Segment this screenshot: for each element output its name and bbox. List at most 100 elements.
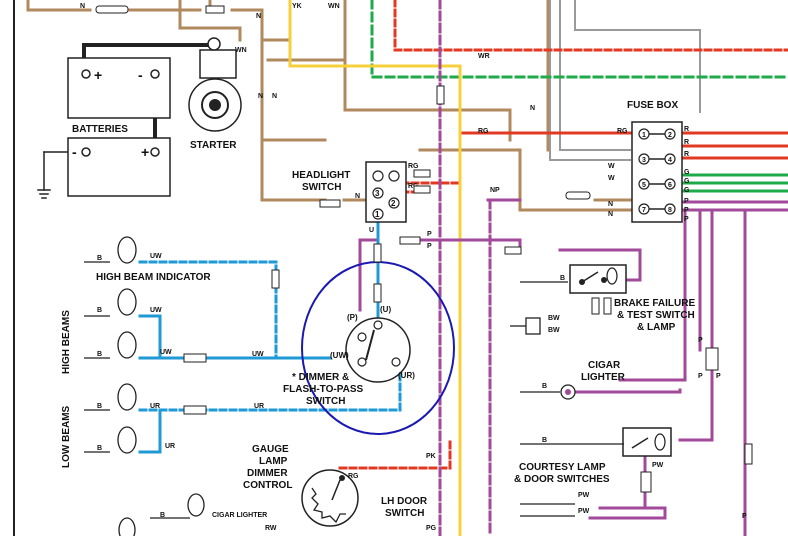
low-beams-label: LOW BEAMS: [61, 405, 72, 468]
green-wires: [370, 0, 788, 193]
svg-text:& LAMP: & LAMP: [637, 322, 676, 333]
battery-2: [67, 137, 171, 197]
batteries-label: BATTERIES: [72, 124, 128, 135]
headlight-switch-label-1: HEADLIGHT: [292, 170, 350, 181]
starter-label: STARTER: [190, 140, 237, 151]
svg-text:3: 3: [642, 157, 646, 164]
svg-text:RG: RG: [617, 128, 628, 135]
svg-text:BW: BW: [548, 327, 560, 334]
svg-text:B: B: [560, 275, 565, 282]
svg-text:BRAKE FAILURE: BRAKE FAILURE: [614, 298, 695, 309]
svg-text:CIGAR: CIGAR: [588, 360, 621, 371]
svg-text:N: N: [355, 193, 360, 200]
svg-text:(U): (U): [380, 305, 391, 314]
blue-wires: [138, 213, 402, 454]
svg-text:N: N: [80, 3, 85, 10]
svg-text:G: G: [684, 187, 690, 194]
svg-text:N: N: [256, 13, 261, 20]
svg-text:R: R: [684, 151, 689, 158]
svg-text:B: B: [160, 512, 165, 519]
svg-text:WN: WN: [235, 47, 247, 54]
brown-wires: [26, 0, 634, 212]
lamp-grounds: [84, 261, 624, 519]
hs-terminal-1: 1: [375, 210, 380, 219]
battery-plus-2: +: [141, 144, 149, 160]
svg-text:WN: WN: [328, 3, 340, 10]
svg-text:B: B: [97, 255, 102, 262]
svg-text:BW: BW: [548, 315, 560, 322]
high-beam-indicator-label: HIGH BEAM INDICATOR: [96, 272, 211, 283]
svg-text:(UW): (UW): [330, 351, 349, 360]
fuse-numbers: 1 2 3 4 5 6 7 8: [642, 132, 672, 214]
svg-text:RW: RW: [265, 525, 277, 532]
svg-text:LIGHTER: LIGHTER: [581, 372, 626, 383]
svg-text:WR: WR: [478, 53, 490, 60]
svg-text:B: B: [97, 351, 102, 358]
courtesy-label: COURTESY LAMP & DOOR SWITCHES: [514, 462, 610, 485]
svg-text:6: 6: [668, 182, 672, 189]
svg-text:LAMP: LAMP: [259, 456, 288, 467]
dimmer-switch: [345, 317, 411, 383]
svg-text:N: N: [272, 93, 277, 100]
svg-text:YK: YK: [292, 3, 302, 10]
svg-text:& DOOR SWITCHES: & DOOR SWITCHES: [514, 474, 610, 485]
svg-text:PG: PG: [426, 525, 437, 532]
svg-text:N: N: [530, 105, 535, 112]
brake-label: BRAKE FAILURE & TEST SWITCH & LAMP: [614, 298, 695, 333]
svg-text:UW: UW: [150, 253, 162, 260]
ground-wires: [37, 151, 76, 199]
svg-text:UW: UW: [252, 351, 264, 358]
svg-text:PW: PW: [578, 492, 590, 499]
svg-text:R: R: [684, 139, 689, 146]
svg-text:COURTESY LAMP: COURTESY LAMP: [519, 462, 606, 473]
yellow-wires: [288, 0, 462, 536]
high-beams-label: HIGH BEAMS: [61, 310, 72, 374]
svg-text:P: P: [427, 243, 432, 250]
connectors: [95, 5, 753, 465]
svg-text:5: 5: [642, 182, 646, 189]
starter-motor: [188, 37, 242, 132]
svg-text:UW: UW: [160, 349, 172, 356]
svg-text:P: P: [684, 207, 689, 214]
svg-text:B: B: [97, 445, 102, 452]
svg-text:W: W: [608, 163, 615, 170]
svg-text:UR: UR: [165, 443, 175, 450]
svg-text:4: 4: [668, 157, 672, 164]
svg-text:R: R: [684, 126, 689, 133]
dimmer-label-3: SWITCH: [306, 396, 345, 407]
brake-lamp: [510, 317, 541, 335]
svg-text:8: 8: [668, 207, 672, 214]
svg-text:UR: UR: [254, 403, 264, 410]
cigar-lighter-small-label: CIGAR LIGHTER: [212, 512, 267, 519]
svg-text:P: P: [427, 231, 432, 238]
fuse-box: [631, 121, 683, 223]
dimmer-label-2: FLASH-TO-PASS: [283, 384, 364, 395]
fuse-box-label: FUSE BOX: [627, 100, 678, 111]
svg-text:NP: NP: [490, 187, 500, 194]
svg-text:P: P: [698, 373, 703, 380]
svg-text:2: 2: [668, 132, 672, 139]
hs-terminal-3: 3: [375, 189, 380, 198]
headlight-switch-label-2: SWITCH: [302, 182, 341, 193]
svg-text:G: G: [684, 169, 690, 176]
dimmer-label-1: * DIMMER &: [292, 372, 349, 383]
svg-text:7: 7: [642, 207, 646, 214]
svg-text:SWITCH: SWITCH: [385, 508, 424, 519]
lamp-bulbs: [117, 236, 205, 536]
svg-text:(P): (P): [347, 313, 358, 322]
svg-text:B: B: [97, 403, 102, 410]
svg-text:P: P: [698, 337, 703, 344]
svg-text:P: P: [716, 373, 721, 380]
cigar-label: CIGAR LIGHTER: [581, 360, 626, 383]
lh-door-label: LH DOOR SWITCH: [381, 496, 428, 519]
svg-text:RG: RG: [478, 128, 489, 135]
headlight-switch: [365, 161, 407, 223]
svg-text:RG: RG: [348, 473, 359, 480]
svg-text:DIMMER: DIMMER: [247, 468, 288, 479]
svg-text:N: N: [608, 201, 613, 208]
svg-text:LH DOOR: LH DOOR: [381, 496, 428, 507]
battery-minus-2: -: [72, 144, 77, 160]
svg-text:PW: PW: [578, 508, 590, 515]
svg-text:GAUGE: GAUGE: [252, 444, 289, 455]
